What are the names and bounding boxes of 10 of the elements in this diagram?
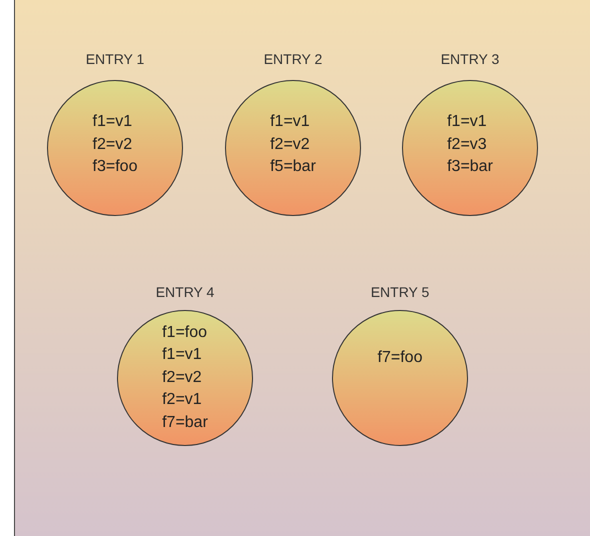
- entry-heading: ENTRY 3: [440, 50, 500, 69]
- entry-heading: ENTRY 4: [156, 283, 214, 302]
- field-list: f1=v1 f2=v2 f3=foo: [92, 111, 138, 179]
- field-list: f7=foo: [378, 346, 422, 370]
- field-list: f1=v1 f2=v3 f3=bar: [447, 111, 493, 179]
- field-list: f1=foo f1=v1 f2=v2 f2=v1 f7=bar: [162, 322, 208, 434]
- entry-heading: ENTRY 1: [86, 50, 144, 69]
- entry-heading: ENTRY 2: [264, 50, 322, 69]
- field-list: f1=v1 f2=v2 f5=bar: [270, 111, 316, 179]
- entry-heading: ENTRY 5: [370, 283, 430, 302]
